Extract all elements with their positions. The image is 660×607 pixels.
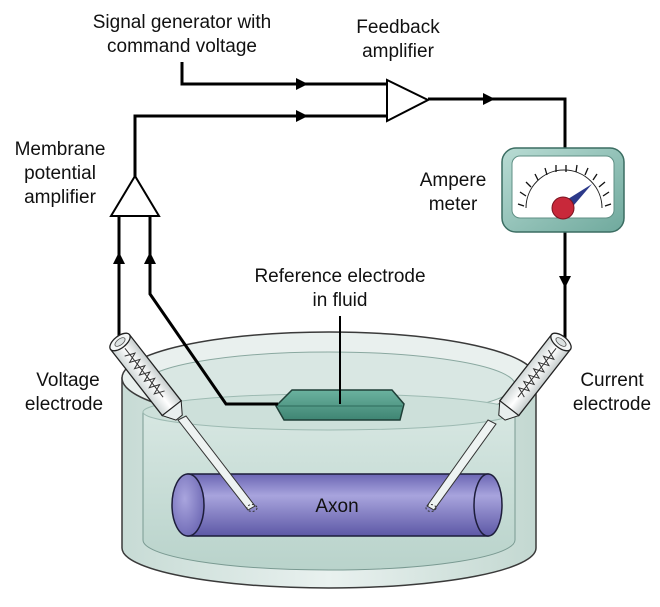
svg-text:amplifier: amplifier (24, 187, 96, 208)
voltage-electrode-label: Voltage electrode (25, 370, 103, 415)
svg-text:in fluid: in fluid (313, 290, 368, 311)
arrow-icon (483, 93, 495, 105)
axon-label: Axon (315, 496, 358, 517)
current-electrode-holder (498, 332, 572, 421)
arrow-icon (113, 252, 125, 264)
meter-pivot (551, 196, 575, 220)
voltage-electrode-tip (177, 415, 258, 512)
svg-text:meter: meter (429, 194, 478, 215)
membrane-amplifier-icon (109, 174, 161, 217)
feedback-amplifier-label: Feedback amplifier (356, 17, 440, 62)
svg-text:Reference electrode: Reference electrode (254, 266, 425, 287)
svg-text:electrode: electrode (25, 394, 103, 415)
ampere-meter-label: Ampere meter (420, 170, 487, 215)
svg-text:Voltage: Voltage (36, 370, 99, 391)
arrow-icon (296, 110, 308, 122)
reference-electrode (275, 389, 405, 421)
svg-text:amplifier: amplifier (362, 41, 434, 62)
svg-text:command voltage: command voltage (107, 36, 257, 57)
signal-generator-label: Signal generator with command voltage (93, 12, 272, 57)
axon-end (171, 473, 205, 537)
feedback-amplifier-icon (386, 78, 431, 123)
current-electrode-label: Current electrode (573, 370, 651, 415)
svg-text:Signal generator with: Signal generator with (93, 12, 272, 33)
svg-text:Feedback: Feedback (356, 17, 440, 38)
arrow-icon (144, 252, 156, 264)
svg-text:electrode: electrode (573, 394, 651, 415)
petri-dish (121, 331, 537, 589)
svg-text:potential: potential (24, 163, 96, 184)
reference-electrode-label: Reference electrode in fluid (254, 266, 425, 311)
flow-arrows (113, 78, 571, 288)
arrow-icon (559, 276, 571, 288)
svg-text:Membrane: Membrane (15, 139, 106, 160)
svg-text:Current: Current (580, 370, 644, 391)
arrow-icon (296, 78, 308, 90)
current-electrode-tip (425, 419, 497, 512)
membrane-amplifier-label: Membrane potential amplifier (15, 139, 106, 208)
ampere-meter-icon (501, 147, 625, 233)
voltage-electrode-holder (109, 332, 183, 421)
svg-text:Ampere: Ampere (420, 170, 487, 191)
